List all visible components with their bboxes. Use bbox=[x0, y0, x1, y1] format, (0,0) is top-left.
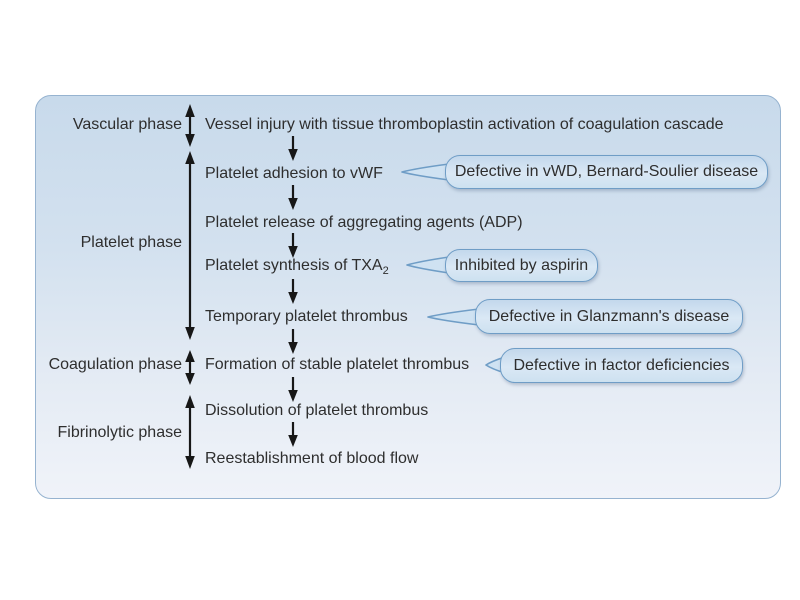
callout-text: Defective in vWD, Bernard-Soulier diseas… bbox=[454, 163, 759, 180]
callout-text: Defective in factor deficiencies bbox=[513, 356, 730, 374]
phase-label-vascular: Vascular phase bbox=[72, 116, 182, 133]
down-arrow-icon bbox=[288, 329, 298, 354]
step-platelet-adhesion: Platelet adhesion to vWF bbox=[205, 164, 383, 184]
step-dissolution: Dissolution of platelet thrombus bbox=[205, 401, 428, 421]
callout-aspirin: Inhibited by aspirin bbox=[445, 249, 598, 282]
step-stable-thrombus: Formation of stable platelet thrombus bbox=[205, 355, 469, 375]
txa2-subscript: 2 bbox=[382, 265, 389, 278]
step-reestablishment: Reestablishment of blood flow bbox=[205, 449, 418, 469]
down-arrow-icon bbox=[288, 422, 298, 447]
step-vessel-injury: Vessel injury with tissue thromboplastin… bbox=[205, 115, 724, 135]
fibrinolytic-phase-double-arrow-icon bbox=[185, 395, 195, 469]
phase-label-platelet: Platelet phase bbox=[80, 234, 182, 251]
step-text: Platelet adhesion to vWF bbox=[205, 165, 383, 182]
step-temporary-thrombus: Temporary platelet thrombus bbox=[205, 307, 408, 327]
phase-label-fibrinolytic: Fibrinolytic phase bbox=[57, 424, 183, 441]
vascular-phase-double-arrow-icon bbox=[185, 104, 195, 147]
coagulation-phase-double-arrow-icon bbox=[185, 350, 195, 385]
phase-label-coagulation: Coagulation phase bbox=[48, 356, 182, 373]
step-text: Temporary platelet thrombus bbox=[205, 308, 408, 325]
down-arrow-icon bbox=[288, 279, 298, 304]
platelet-phase-double-arrow-icon bbox=[185, 151, 195, 340]
step-text: Reestablishment of blood flow bbox=[205, 450, 419, 467]
step-text: Dissolution of platelet thrombus bbox=[205, 402, 429, 419]
down-arrow-icon bbox=[288, 136, 298, 161]
step-text: Platelet release of aggregating agents (… bbox=[205, 214, 523, 231]
down-arrow-icon bbox=[288, 233, 298, 258]
callout-factor-deficiencies: Defective in factor deficiencies bbox=[500, 348, 743, 383]
down-arrow-icon bbox=[288, 377, 298, 402]
callout-tail-icon bbox=[427, 308, 479, 326]
callout-tail-icon bbox=[401, 163, 449, 181]
step-text: Platelet synthesis of TXA bbox=[205, 257, 383, 274]
callout-vwd-bernard-soulier: Defective in vWD, Bernard-Soulier diseas… bbox=[445, 155, 768, 189]
step-platelet-synthesis-txa2: Platelet synthesis of TXA2 bbox=[205, 256, 389, 281]
callout-text: Defective in Glanzmann's disease bbox=[488, 307, 730, 325]
callout-glanzmann: Defective in Glanzmann's disease bbox=[475, 299, 743, 334]
callout-text: Inhibited by aspirin bbox=[454, 256, 589, 274]
step-text: Vessel injury with tissue thromboplastin… bbox=[205, 116, 724, 133]
callout-tail-icon bbox=[406, 256, 449, 274]
down-arrow-icon bbox=[288, 185, 298, 210]
step-text: Formation of stable platelet thrombus bbox=[205, 356, 470, 373]
step-platelet-release: Platelet release of aggregating agents (… bbox=[205, 213, 523, 233]
